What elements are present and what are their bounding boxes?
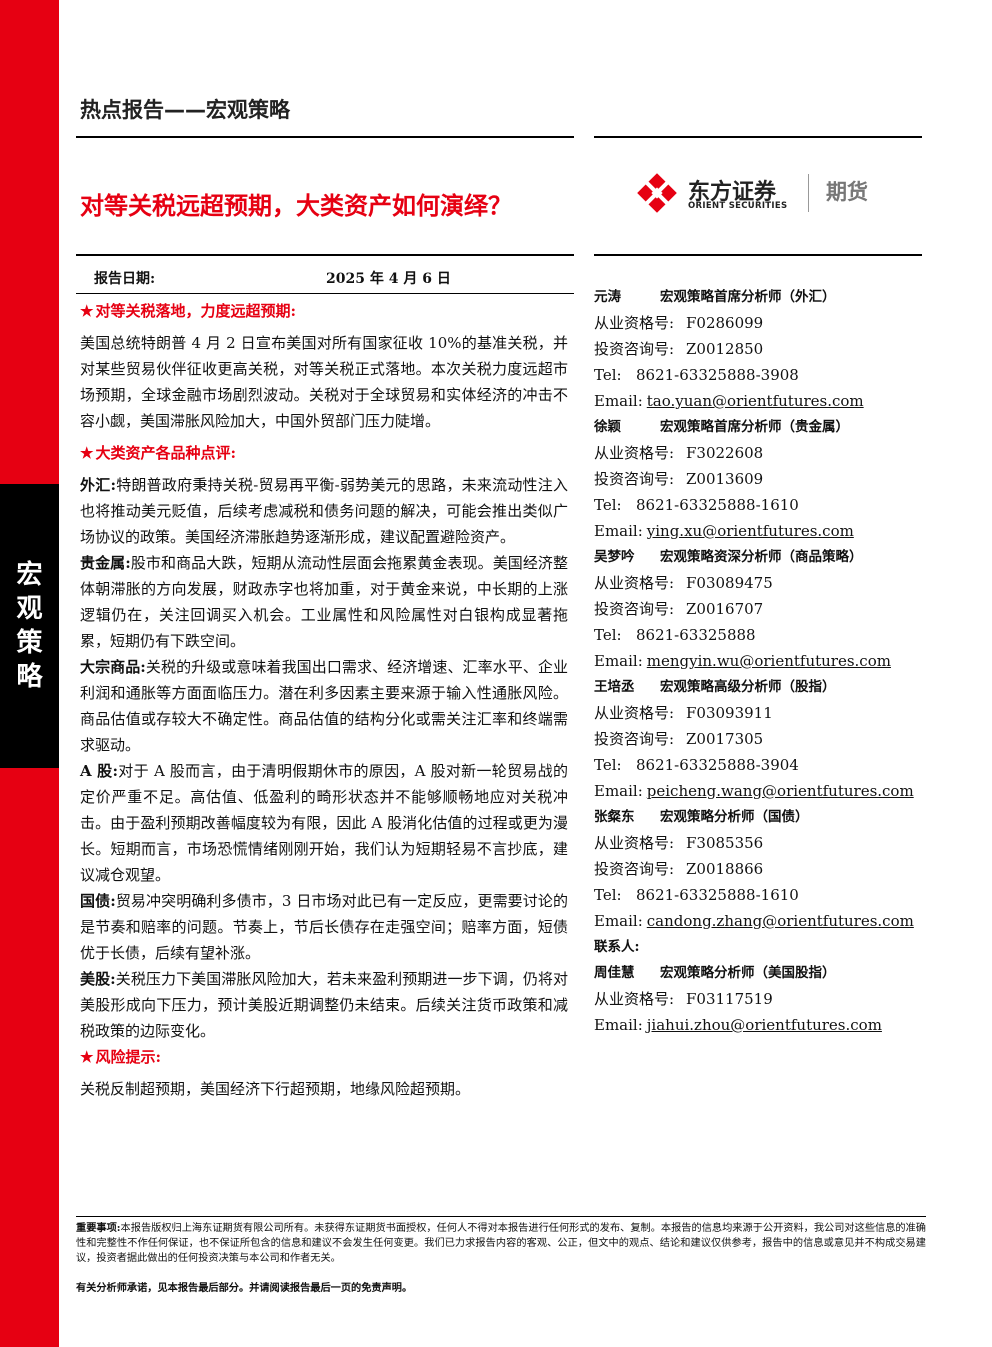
- email-line: Email:mengyin.wu@orientfutures.com: [594, 652, 891, 670]
- tel-line: Tel:8621-63325888-3908: [594, 366, 799, 384]
- qualification-line: 从业资格号:F03093911: [594, 704, 773, 722]
- tel-line: Tel:8621-63325888-3904: [594, 756, 799, 774]
- analyst-name: 徐颖: [594, 419, 621, 435]
- email-link[interactable]: mengyin.wu@orientfutures.com: [646, 652, 891, 670]
- contact-heading: 联系人:: [594, 939, 640, 955]
- analyst-name: 吴梦吟: [594, 549, 635, 565]
- analyst-column: 元涛 宏观策略首席分析师（外汇） 从业资格号:F0286099 投资咨询号:Z00…: [594, 284, 924, 1038]
- qualification-line: 从业资格号:F0286099: [594, 314, 764, 332]
- side-char-3: 策: [16, 628, 43, 658]
- section-heading: ★风险提示:: [80, 1048, 161, 1066]
- analyst-header: 徐颖 宏观策略首席分析师（贵金属）: [594, 414, 924, 440]
- date-rule: [76, 293, 574, 294]
- analyst-block: 王培丞 宏观策略高级分析师（股指） 从业资格号:F03093911 投资咨询号:Z…: [594, 674, 924, 804]
- header-rule-left: [76, 136, 574, 138]
- analyst-block: 吴梦吟 宏观策略资深分析师（商品策略） 从业资格号:F03089475 投资咨询号…: [594, 544, 924, 674]
- analyst-block: 元涛 宏观策略首席分析师（外汇） 从业资格号:F0286099 投资咨询号:Z00…: [594, 284, 924, 414]
- asset-paragraph-fx: 外汇:特朗普政府秉持关税-贸易再平衡-弱势美元的思路，未来流动性注入也将推动美元…: [80, 476, 568, 546]
- analyst-block: 徐颖 宏观策略首席分析师（贵金属） 从业资格号:F3022608 投资咨询号:Z0…: [594, 414, 924, 544]
- analyst-header: 吴梦吟 宏观策略资深分析师（商品策略）: [594, 544, 924, 570]
- section-title: 热点报告——宏观策略: [80, 98, 290, 122]
- email-link[interactable]: tao.yuan@orientfutures.com: [646, 392, 864, 410]
- tel-line: Tel:8621-63325888: [594, 626, 756, 644]
- analyst-commitment-note: 有关分析师承诺，见本报告最后部分。并请阅读报告最后一页的免责声明。: [76, 1282, 413, 1294]
- qualification-line: 从业资格号:F03089475: [594, 574, 773, 592]
- tel-line: Tel:8621-63325888-1610: [594, 496, 799, 514]
- email-link[interactable]: ying.xu@orientfutures.com: [646, 522, 854, 540]
- contact-block: 联系人: 周佳慧 宏观策略分析师（美国股指） 从业资格号:F03117519 Em…: [594, 934, 924, 1038]
- analyst-title: 宏观策略首席分析师（外汇）: [660, 289, 836, 305]
- summary-paragraph: 美国总统特朗普 4 月 2 日宣布美国对所有国家征收 10%的基准关税，并对某些…: [80, 334, 568, 430]
- summary-column: ★对等关税落地，力度远超预期: 美国总统特朗普 4 月 2 日宣布美国对所有国家…: [80, 300, 568, 1110]
- orient-securities-logo: 东方证券 ORIENT SECURITIES 期货: [636, 172, 896, 218]
- asset-paragraph-a-shares: A 股:对于 A 股而言，由于清明假期休市的原因，A 股对新一轮贸易战的定价严重…: [80, 762, 568, 884]
- asset-paragraph-bonds: 国债:贸易冲突明确利多债市，3 日市场对此已有一定反应，更需要讨论的是节奏和赔率…: [80, 892, 568, 962]
- analyst-title: 宏观策略首席分析师（贵金属）: [660, 419, 849, 435]
- email-link[interactable]: candong.zhang@orientfutures.com: [646, 912, 914, 930]
- report-title: 对等关税远超预期，大类资产如何演绎？: [80, 192, 512, 220]
- email-line: Email:peicheng.wang@orientfutures.com: [594, 782, 914, 800]
- asset-paragraph-commodities: 大宗商品:关税的升级或意味着我国出口需求、经济增速、汇率水平、企业利润和通胀等方…: [80, 658, 568, 754]
- star-icon: ★: [80, 1048, 94, 1066]
- star-icon: ★: [80, 444, 94, 462]
- asset-paragraph-precious-metals: 贵金属:股市和商品大跌，短期从流动性层面会拖累黄金表现。美国经济整体朝滞胀的方向…: [80, 554, 568, 650]
- star-icon: ★: [80, 302, 94, 320]
- disclaimer: 重要事项:本报告版权归上海东证期货有限公司所有。未获得东证期货书面授权，任何人不…: [76, 1221, 926, 1266]
- logo-divider: [808, 174, 809, 212]
- contact-title: 宏观策略分析师（美国股指）: [660, 965, 836, 981]
- side-char-4: 略: [16, 662, 43, 692]
- disclaimer-text: 本报告版权归上海东证期货有限公司所有。未获得东证期货书面授权，任何人不得对本报告…: [76, 1223, 926, 1264]
- email-line: Email:tao.yuan@orientfutures.com: [594, 392, 864, 410]
- logo-english-name: ORIENT SECURITIES: [688, 201, 788, 211]
- report-date-label: 报告日期:: [94, 271, 156, 287]
- qualification-line: 从业资格号:F3085356: [594, 834, 764, 852]
- side-section-tab: [0, 484, 59, 768]
- header-rule-right: [594, 136, 922, 138]
- analyst-name: 王培丞: [594, 679, 635, 695]
- contact-name: 周佳慧: [594, 965, 635, 981]
- email-link[interactable]: peicheng.wang@orientfutures.com: [646, 782, 914, 800]
- consult-line: 投资咨询号:Z0013609: [594, 470, 764, 488]
- analyst-header: 张粲东 宏观策略分析师（国债）: [594, 804, 924, 830]
- analyst-block: 张粲东 宏观策略分析师（国债） 从业资格号:F3085356 投资咨询号:Z001…: [594, 804, 924, 934]
- analyst-title: 宏观策略高级分析师（股指）: [660, 679, 836, 695]
- side-char-2: 观: [16, 594, 43, 624]
- email-line: Email:jiahui.zhou@orientfutures.com: [594, 1016, 882, 1034]
- asset-paragraph-us-stocks: 美股:关税压力下美国滞胀风险加大，若未来盈利预期进一步下调，仍将对美股形成向下压…: [80, 970, 568, 1040]
- report-date-value: 2025 年 4 月 6 日: [326, 271, 451, 287]
- analyst-name: 元涛: [594, 289, 621, 305]
- side-section-label: 宏 观 策 略: [0, 560, 59, 692]
- logo-chinese-name: 东方证券: [688, 180, 777, 205]
- consult-line: 投资咨询号:Z0017305: [594, 730, 764, 748]
- side-char-1: 宏: [16, 560, 43, 590]
- section-heading: ★大类资产各品种点评:: [80, 444, 236, 462]
- analyst-title: 宏观策略分析师（国债）: [660, 809, 809, 825]
- qualification-line: 从业资格号:F03117519: [594, 990, 773, 1008]
- section-heading: ★对等关税落地，力度远超预期:: [80, 302, 296, 320]
- contact-header: 周佳慧 宏观策略分析师（美国股指）: [594, 960, 924, 986]
- qualification-line: 从业资格号:F3022608: [594, 444, 764, 462]
- footer-rule: [76, 1216, 926, 1217]
- email-link[interactable]: jiahui.zhou@orientfutures.com: [646, 1016, 882, 1034]
- tel-line: Tel:8621-63325888-1610: [594, 886, 799, 904]
- consult-line: 投资咨询号:Z0012850: [594, 340, 764, 358]
- analyst-title: 宏观策略资深分析师（商品策略）: [660, 549, 863, 565]
- consult-line: 投资咨询号:Z0016707: [594, 600, 764, 618]
- title-rule-left: [76, 254, 574, 256]
- email-line: Email:ying.xu@orientfutures.com: [594, 522, 854, 540]
- analyst-name: 张粲东: [594, 809, 635, 825]
- risk-paragraph: 关税反制超预期，美国经济下行超预期，地缘风险超预期。: [80, 1080, 471, 1098]
- analyst-header: 王培丞 宏观策略高级分析师（股指）: [594, 674, 924, 700]
- disclaimer-label: 重要事项:: [76, 1222, 121, 1234]
- title-rule-right: [594, 254, 922, 256]
- analyst-header: 元涛 宏观策略首席分析师（外汇）: [594, 284, 924, 310]
- consult-line: 投资咨询号:Z0018866: [594, 860, 764, 878]
- orient-logo-mark-icon: [637, 173, 677, 213]
- email-line: Email:candong.zhang@orientfutures.com: [594, 912, 914, 930]
- logo-futures-suffix: 期货: [826, 180, 868, 204]
